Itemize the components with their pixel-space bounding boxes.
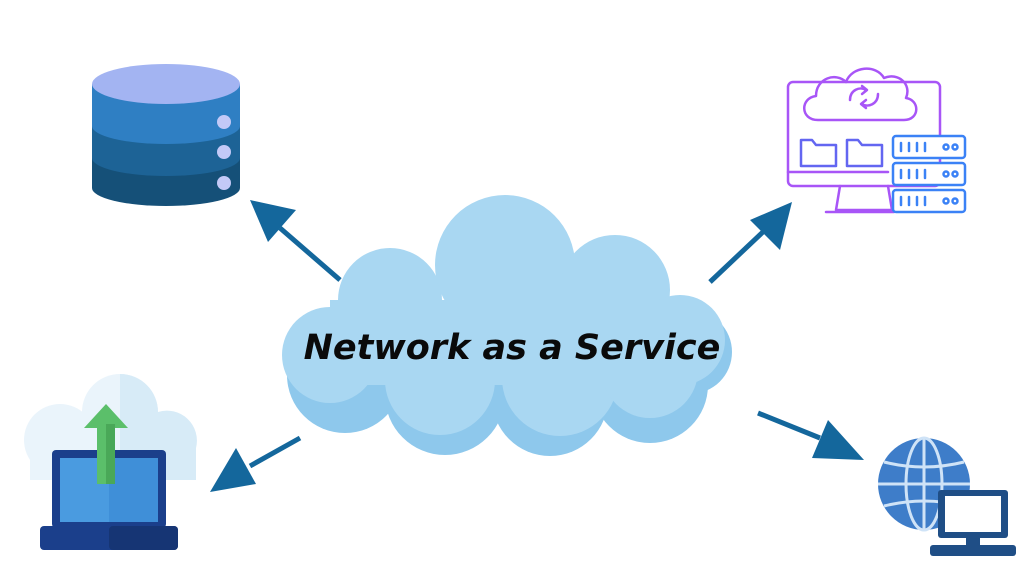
globe-computer-icon [878,436,1016,556]
cloud-computer-server-icon [786,67,967,214]
arrows [210,200,864,492]
central-cloud: Network as a Service [282,195,732,456]
arrow-to-top-left [250,200,342,282]
laptop-cloud-upload-icon [24,374,197,550]
arrow-to-top-right [708,202,792,284]
center-label: Network as a Service [304,328,721,368]
cloud-icon [282,195,732,456]
arrow-to-bottom-left [210,435,302,492]
database-icon [92,64,240,206]
arrow-to-bottom-right [757,410,864,460]
